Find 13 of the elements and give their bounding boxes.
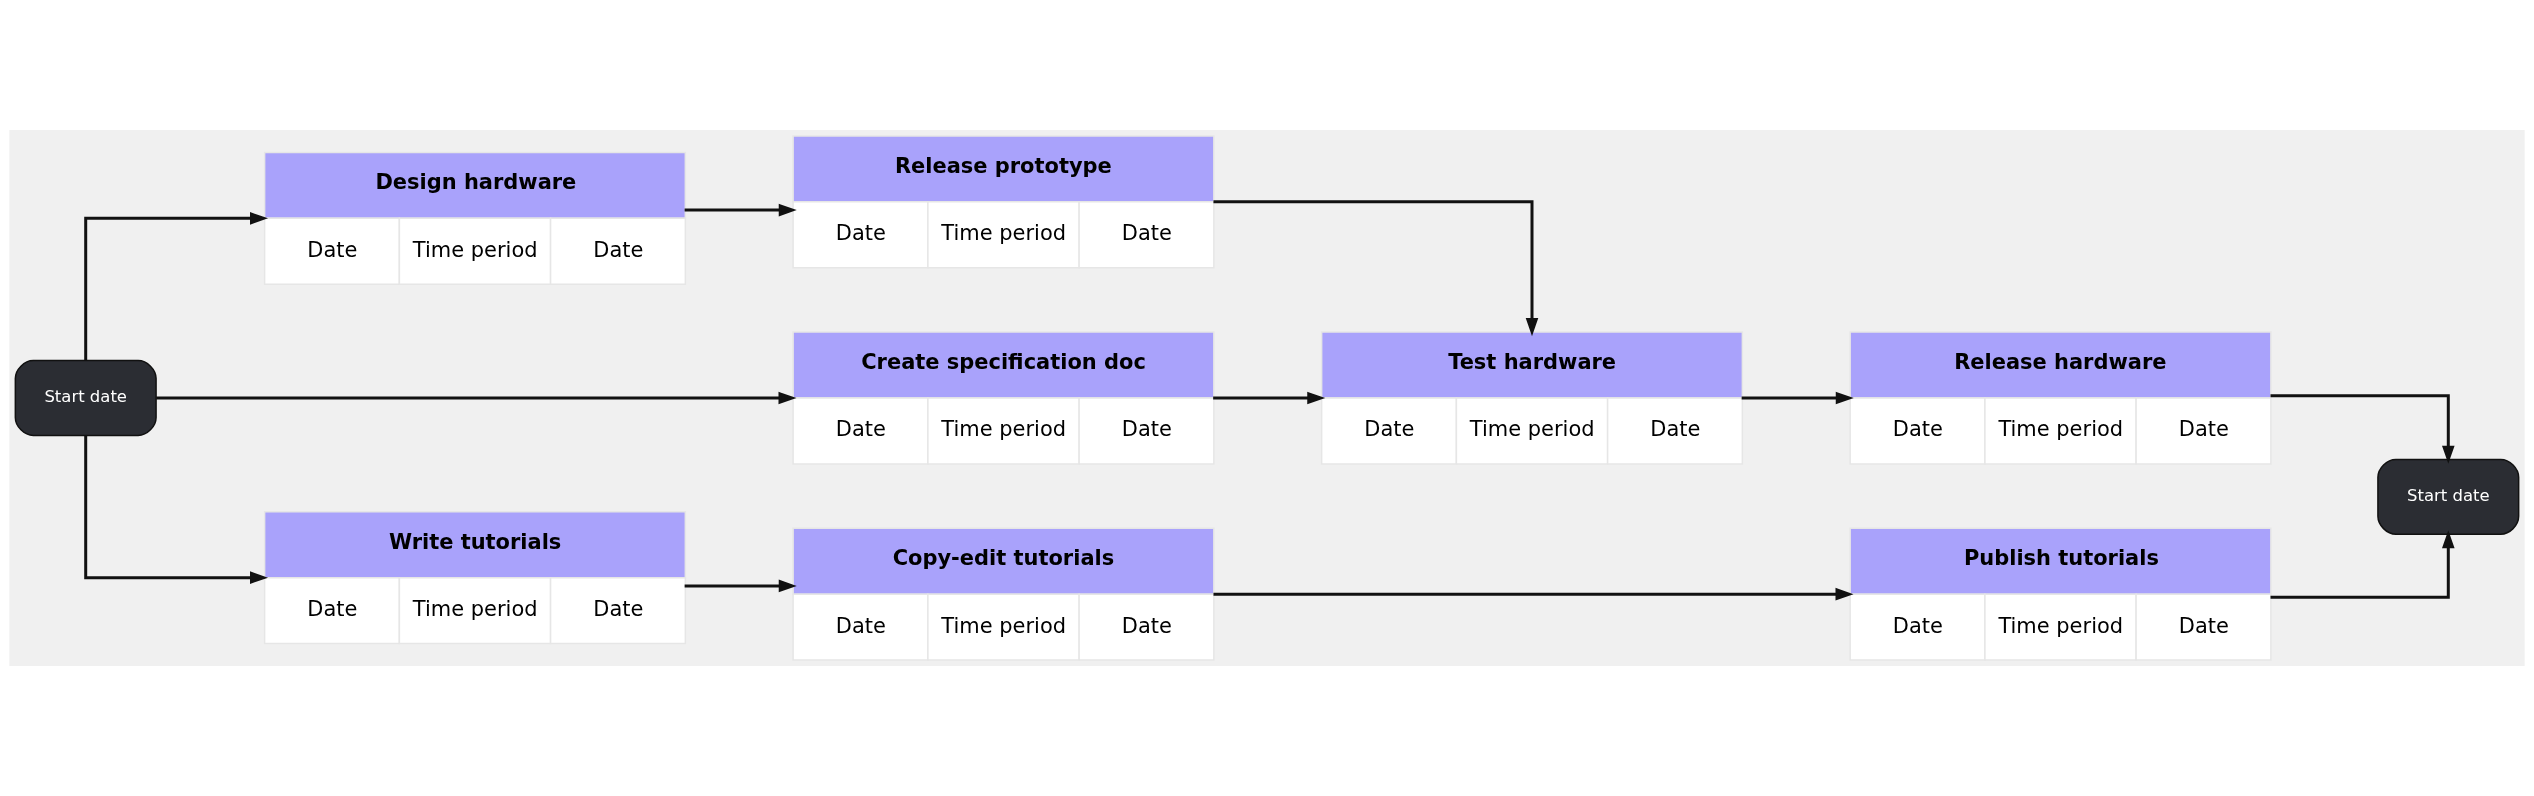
node-box: Start date	[14, 359, 157, 437]
arrow	[84, 435, 268, 584]
arrow	[2270, 530, 2455, 599]
arrow	[1213, 200, 1539, 337]
arrow	[684, 203, 797, 217]
node-box: Start date	[2377, 458, 2520, 535]
arrow	[84, 212, 268, 361]
arrow	[684, 579, 797, 593]
arrow	[2270, 394, 2455, 464]
arrow	[156, 391, 797, 405]
arrow	[1213, 587, 1854, 601]
arrow	[1741, 391, 1854, 405]
arrow	[1213, 391, 1326, 405]
